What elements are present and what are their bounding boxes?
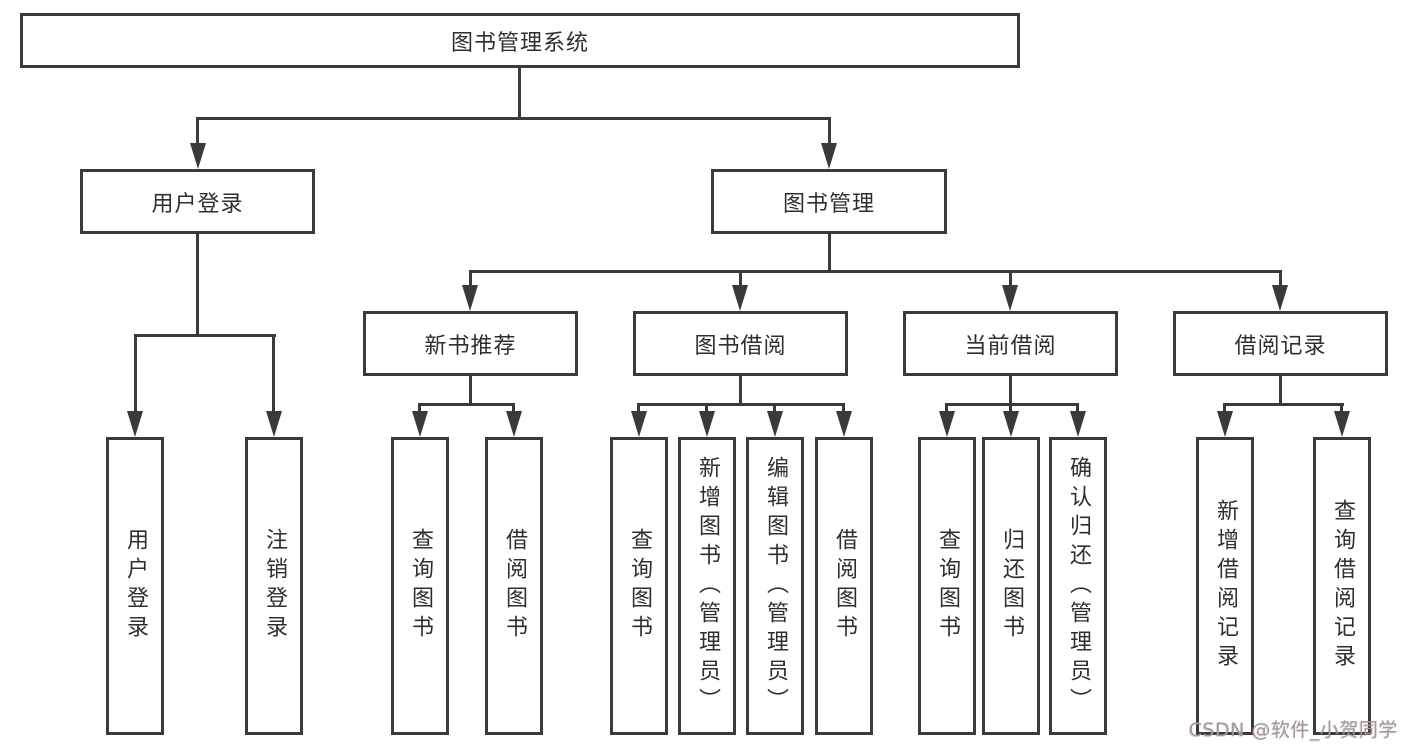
connector-borrowing-vline (637, 403, 640, 413)
node-book-management: 图书管理 (711, 169, 947, 234)
arrow-down-icon (266, 411, 282, 437)
connector-userlogin-hline (134, 334, 276, 337)
arrow-down-icon (127, 411, 143, 437)
connector-userlogin-vline (134, 334, 137, 412)
node-book-borrowing: 图书借阅 (633, 311, 848, 376)
arrow-down-icon (190, 143, 206, 169)
connector-current-vline (1009, 403, 1012, 413)
node-user-login: 用户登录 (80, 169, 315, 234)
connector-bookmgmt-vline (739, 270, 742, 287)
connector-records-hline (1223, 403, 1344, 406)
watermark: CSDN @软件_小贺同学 (1188, 719, 1398, 741)
arrow-down-icon (631, 411, 647, 437)
node-current-borrowing: 当前借阅 (903, 311, 1118, 376)
arrow-down-icon (821, 143, 837, 169)
connector-borrowing-stub (739, 374, 742, 406)
connector-borrowing-vline (705, 403, 708, 413)
leaf-borrow-books-recommend: 借阅图书 (485, 437, 543, 735)
connector-current-vline (945, 403, 948, 413)
leaf-query-borrow-record: 查询借阅记录 (1313, 437, 1371, 735)
connector-borrowing-hline (637, 403, 845, 406)
leaf-borrow-books-borrowing: 借阅图书 (815, 437, 873, 735)
arrow-down-icon (462, 285, 478, 311)
connector-bookmgmt-stub (828, 232, 831, 273)
arrow-down-icon (1070, 411, 1086, 437)
leaf-query-books-borrowing: 查询图书 (610, 437, 668, 735)
leaf-query-books-recommend: 查询图书 (391, 437, 449, 735)
arrow-down-icon (1003, 411, 1019, 437)
connector-records-vline (1340, 403, 1343, 413)
connector-newbook-hline (418, 403, 515, 406)
arrow-down-icon (1217, 411, 1233, 437)
connector-borrowing-vline (842, 403, 845, 413)
leaf-add-book-admin: 新增图书（管理员） (678, 437, 736, 735)
connector-bookmgmt-vline (469, 270, 472, 287)
leaf-confirm-return-admin: 确认归还（管理员） (1049, 437, 1107, 735)
arrow-down-icon (767, 411, 783, 437)
connector-userlogin-stub (196, 232, 199, 336)
node-borrowing-records: 借阅记录 (1173, 311, 1388, 376)
connector-root-left-vline (196, 117, 199, 145)
leaf-add-borrow-record: 新增借阅记录 (1196, 437, 1254, 735)
leaf-return-books: 归还图书 (982, 437, 1040, 735)
node-new-book-recommendation: 新书推荐 (363, 311, 578, 376)
connector-userlogin-vline (272, 334, 275, 412)
connector-records-vline (1223, 403, 1226, 413)
connector-bookmgmt-vline (1009, 270, 1012, 287)
arrow-down-icon (1002, 285, 1018, 311)
arrow-down-icon (836, 411, 852, 437)
connector-borrowing-vline (773, 403, 776, 413)
leaf-logout: 注销登录 (245, 437, 303, 735)
connector-root-right-vline (828, 117, 831, 145)
arrow-down-icon (412, 411, 428, 437)
leaf-user-login: 用户登录 (106, 437, 164, 735)
node-library-management-system: 图书管理系统 (20, 13, 1020, 68)
connector-current-hline (945, 403, 1079, 406)
arrow-down-icon (732, 285, 748, 311)
connector-newbook-stub (469, 374, 472, 406)
connector-newbook-vline (512, 403, 515, 413)
connector-current-stub (1009, 374, 1012, 406)
connector-root-stub (518, 66, 521, 119)
connector-root-hline (196, 117, 831, 120)
connector-current-vline (1076, 403, 1079, 413)
arrow-down-icon (506, 411, 522, 437)
arrow-down-icon (1272, 285, 1288, 311)
arrow-down-icon (1334, 411, 1350, 437)
leaf-edit-book-admin: 编辑图书（管理员） (746, 437, 804, 735)
arrow-down-icon (939, 411, 955, 437)
connector-bookmgmt-hline (469, 270, 1282, 273)
connector-newbook-vline (418, 403, 421, 413)
connector-records-stub (1279, 374, 1282, 406)
leaf-query-books-current: 查询图书 (918, 437, 976, 735)
connector-bookmgmt-vline (1279, 270, 1282, 287)
arrow-down-icon (699, 411, 715, 437)
